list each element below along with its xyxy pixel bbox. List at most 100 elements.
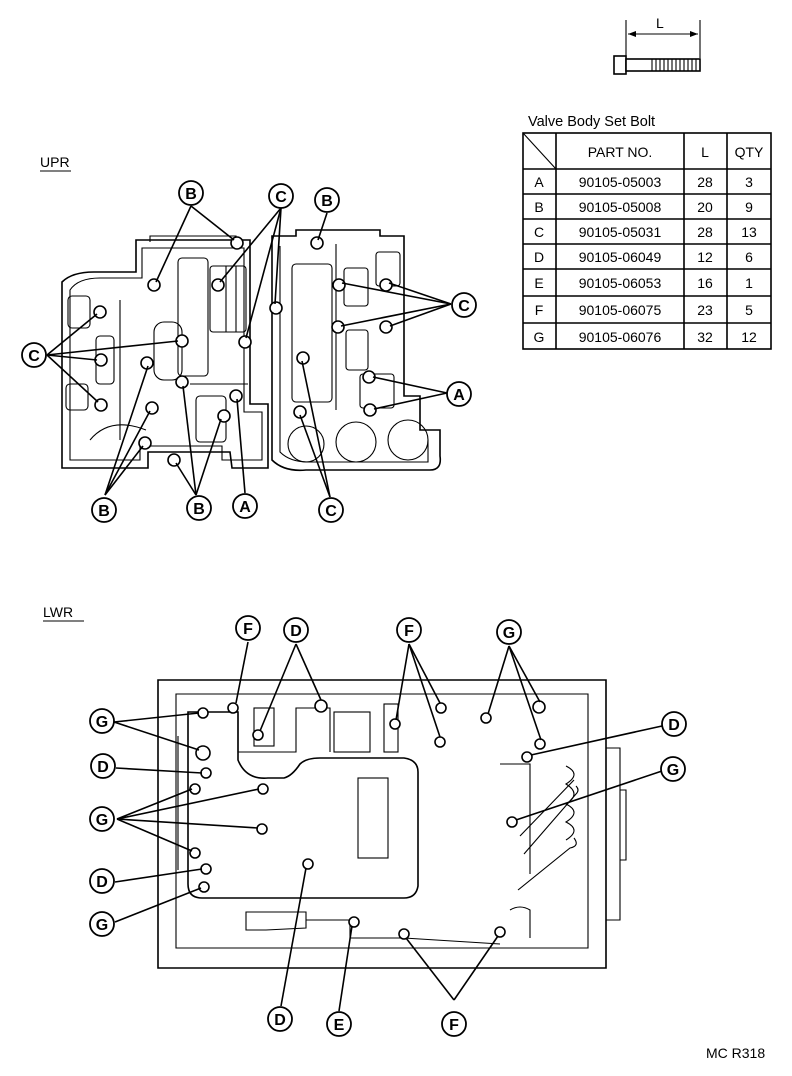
bolt-illustration: L bbox=[613, 15, 701, 75]
table-cell-letter: F bbox=[535, 302, 544, 318]
table-cell-l: 32 bbox=[697, 329, 713, 345]
callout-g: G bbox=[496, 619, 522, 645]
figure-code: MC R318 bbox=[706, 1045, 765, 1061]
table-header-l: L bbox=[701, 144, 709, 160]
table-cell-qty: 3 bbox=[745, 174, 753, 190]
upper-leader-lines bbox=[46, 205, 452, 498]
table-cell-l: 28 bbox=[697, 224, 713, 240]
table-cell-partno: 90105-06053 bbox=[579, 275, 662, 291]
lower-section-label: LWR bbox=[43, 604, 73, 620]
svg-text:E: E bbox=[334, 1017, 345, 1034]
table-cell-qty: 5 bbox=[745, 302, 753, 318]
callout-b: B bbox=[314, 187, 340, 213]
svg-text:A: A bbox=[453, 387, 465, 404]
callout-f: F bbox=[396, 617, 422, 643]
table-cell-partno: 90105-06076 bbox=[579, 329, 662, 345]
bolt-thread bbox=[651, 59, 697, 71]
upper-valve-body: UPR bbox=[21, 154, 477, 523]
table-row: E 90105-06053 16 1 bbox=[534, 275, 753, 291]
svg-text:B: B bbox=[185, 186, 197, 203]
callout-d: D bbox=[267, 1006, 293, 1032]
callout-c: C bbox=[318, 497, 344, 523]
callout-a: A bbox=[232, 493, 258, 519]
callout-c: C bbox=[21, 342, 47, 368]
callout-g: G bbox=[89, 911, 115, 937]
table-row: F 90105-06075 23 5 bbox=[535, 302, 753, 318]
svg-text:A: A bbox=[239, 499, 251, 516]
table-cell-l: 20 bbox=[697, 199, 713, 215]
svg-text:G: G bbox=[503, 625, 515, 642]
table-cell-letter: B bbox=[534, 199, 543, 215]
svg-text:B: B bbox=[98, 503, 110, 520]
table-row: G 90105-06076 32 12 bbox=[534, 329, 757, 345]
callout-d: D bbox=[89, 868, 115, 894]
callout-d: D bbox=[661, 711, 687, 737]
bolt-table: Valve Body Set Bolt PART NO. L QTY A 901… bbox=[522, 114, 772, 350]
svg-text:D: D bbox=[274, 1012, 286, 1029]
table-cell-letter: A bbox=[534, 174, 544, 190]
lower-leader-lines bbox=[113, 641, 663, 1012]
table-title: Valve Body Set Bolt bbox=[528, 114, 655, 130]
table-row: A 90105-05003 28 3 bbox=[534, 174, 753, 190]
callout-g: G bbox=[89, 806, 115, 832]
lower-bolt-holes bbox=[189, 699, 546, 940]
upper-section-label: UPR bbox=[40, 154, 70, 170]
table-cell-l: 12 bbox=[697, 249, 713, 265]
lower-valve-body: LWR bbox=[43, 604, 687, 1037]
table-row: D 90105-06049 12 6 bbox=[534, 249, 753, 265]
table-header-partno: PART NO. bbox=[588, 144, 653, 160]
table-cell-letter: D bbox=[534, 249, 544, 265]
table-cell-letter: G bbox=[534, 329, 545, 345]
table-cell-partno: 90105-05008 bbox=[579, 199, 662, 215]
upper-callouts: B C B C C A B B A C bbox=[21, 180, 477, 523]
table-cell-l: 28 bbox=[697, 174, 713, 190]
svg-text:B: B bbox=[321, 193, 333, 210]
svg-text:C: C bbox=[275, 189, 287, 206]
callout-f: F bbox=[441, 1011, 467, 1037]
bolt-length-label: L bbox=[656, 15, 664, 31]
table-cell-qty: 1 bbox=[745, 275, 753, 291]
svg-text:G: G bbox=[667, 762, 679, 779]
table-cell-partno: 90105-05031 bbox=[579, 224, 662, 240]
callout-g: G bbox=[660, 756, 686, 782]
callout-b: B bbox=[91, 497, 117, 523]
table-cell-qty: 12 bbox=[741, 329, 757, 345]
table-cell-qty: 13 bbox=[741, 224, 757, 240]
lower-callouts: F D F G G D D G G D G D E F bbox=[89, 615, 687, 1037]
callout-a: A bbox=[446, 381, 472, 407]
svg-text:C: C bbox=[28, 348, 40, 365]
table-cell-l: 16 bbox=[697, 275, 713, 291]
table-cell-letter: C bbox=[534, 224, 544, 240]
svg-text:C: C bbox=[325, 503, 337, 520]
callout-c: C bbox=[268, 183, 294, 209]
table-header-qty: QTY bbox=[735, 144, 764, 160]
table-cell-partno: 90105-05003 bbox=[579, 174, 662, 190]
table-cell-l: 23 bbox=[697, 302, 713, 318]
callout-c: C bbox=[451, 292, 477, 318]
callout-d: D bbox=[90, 753, 116, 779]
table-cell-qty: 6 bbox=[745, 249, 753, 265]
upper-bolt-holes bbox=[93, 236, 393, 467]
table-cell-letter: E bbox=[534, 275, 543, 291]
callout-b: B bbox=[178, 180, 204, 206]
svg-text:B: B bbox=[193, 501, 205, 518]
callout-e: E bbox=[326, 1011, 352, 1037]
callout-b: B bbox=[186, 495, 212, 521]
callout-f: F bbox=[235, 615, 261, 641]
svg-text:F: F bbox=[404, 623, 414, 640]
svg-text:F: F bbox=[243, 621, 253, 638]
table-row: B 90105-05008 20 9 bbox=[534, 199, 753, 215]
callout-d: D bbox=[283, 617, 309, 643]
svg-text:C: C bbox=[458, 298, 470, 315]
svg-text:G: G bbox=[96, 714, 108, 731]
svg-text:D: D bbox=[290, 623, 302, 640]
svg-text:G: G bbox=[96, 917, 108, 934]
callout-g: G bbox=[89, 708, 115, 734]
table-cell-partno: 90105-06049 bbox=[579, 249, 662, 265]
table-cell-qty: 9 bbox=[745, 199, 753, 215]
table-cell-partno: 90105-06075 bbox=[579, 302, 662, 318]
svg-text:G: G bbox=[96, 812, 108, 829]
table-corner-diagonal bbox=[522, 132, 557, 170]
svg-text:D: D bbox=[96, 874, 108, 891]
